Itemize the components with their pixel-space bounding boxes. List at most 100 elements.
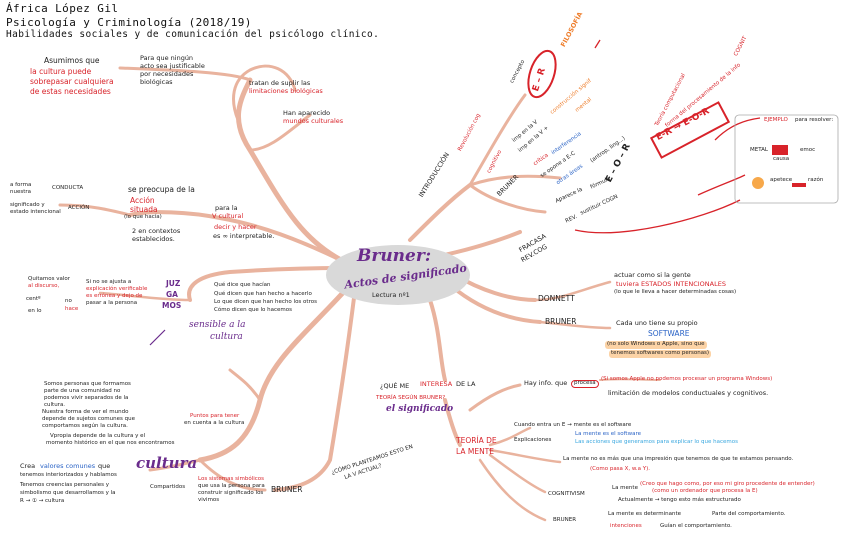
vpropia-1: Vpropia depende de la cultura y el [50, 433, 146, 439]
conducta: CONDUCTA [52, 185, 84, 191]
contextos-1: 2 en contextos [132, 227, 181, 235]
actuar-1: actuar como si la gente [614, 271, 691, 279]
los-3: construir significado los [198, 490, 264, 496]
parte: Parte del comportamiento. [712, 511, 786, 517]
author-name: África López Gil [6, 2, 119, 15]
procesa: procesa [571, 380, 599, 388]
branch-teoria [443, 398, 462, 447]
branch-que-me [428, 298, 447, 382]
intenciones: intenciones [610, 523, 642, 529]
donnett: DONNETT [538, 294, 575, 303]
mente-no: La mente no es más que una impresión que… [563, 456, 794, 462]
sensible-2: cultura [210, 332, 243, 342]
software: SOFTWARE [648, 329, 690, 338]
nuestra-3: comportamos según la cultura. [42, 423, 128, 429]
cada-1: Cada uno tiene su propio [616, 319, 698, 327]
center-lecture: Lectura nº1 [372, 291, 410, 299]
cultura-puede: la cultura puede [30, 67, 92, 76]
no-word: no [65, 298, 72, 304]
crea: Crea [20, 462, 36, 470]
hace-word: hace [65, 306, 79, 312]
actualidad: Actualmente → tengo esto más estructurad… [618, 497, 741, 503]
si-no-4: pasar a la persona [86, 300, 138, 306]
ejemplo: EJEMPLO [764, 117, 788, 123]
branch-mid-left [128, 210, 347, 264]
simbolismo: simbolismo que desarrollamos y la [20, 490, 116, 496]
para-que-1: Para que ningún [140, 54, 194, 62]
q1: Qué dice que hacían [214, 282, 271, 288]
v-cultural: V cultural [212, 212, 244, 220]
se-preocupa: se preocupa de la [128, 185, 195, 194]
guian: Guían el comportamiento. [660, 523, 732, 529]
fnat: emoc [800, 147, 816, 153]
branch-top-left [235, 77, 348, 265]
final-line: R → ① → cultura [20, 498, 65, 504]
situada: situada [130, 205, 158, 214]
han-aparecido-1: Han aparecido [283, 109, 331, 117]
los-1: Los sistemas simbólicos [198, 476, 265, 482]
course-name: Psicología y Criminología (2018/19) [6, 16, 252, 29]
no-solo-2: tenemos softwares como personas) [609, 350, 712, 358]
en-lo: en lo [28, 308, 42, 314]
branch-bottom-left [197, 282, 353, 463]
bruner-end: BRUNER [553, 517, 577, 523]
significado: significado y [10, 202, 45, 208]
teoria-mente-1: TEORÍA DE [456, 436, 497, 445]
limitacion: limitación de modelos conductuales y cog… [608, 389, 769, 397]
cognitivism: COGNITIVISM [548, 491, 585, 497]
branch-intro [408, 183, 472, 242]
q3: Lo que dicen que han hecho los otros [214, 299, 317, 305]
sobrepasar: sobrepasar cualquiera [30, 77, 114, 86]
la-mente-2: La mente es determinante [608, 511, 682, 517]
tenemos: tenemos interiorizados y hablamos [20, 472, 117, 478]
somos-3: podemos vivir separados de la [44, 395, 129, 401]
juz-3: MOS [162, 301, 182, 310]
si-no-3: es errónea y dejo de [86, 293, 143, 299]
vpropia-2: momento histórico en el que nos encontra… [46, 440, 175, 446]
compartidos: Compartidos [150, 484, 186, 490]
juz-2: GA [166, 290, 178, 299]
como-ordenador: (como un ordenador que procesa la E) [652, 488, 758, 494]
teoria-mente-2: LA MENTE [456, 447, 495, 456]
nuestra-2: depende de sujetos comunes que [42, 416, 135, 422]
para-resolver: para resolver: [795, 117, 834, 123]
subject-name: Habilidades sociales y de comunicación d… [6, 29, 380, 40]
branch-bruner-sw [448, 283, 542, 324]
example-box [734, 114, 839, 204]
center-title: Bruner: [357, 246, 432, 266]
han-aparecido-2: mundos culturales [283, 117, 344, 125]
red-connectors [574, 39, 761, 234]
puntos-2: en cuenta a la cultura [184, 420, 245, 426]
sensible-1: sensible a la [189, 320, 246, 330]
apetece: apetece [770, 177, 793, 183]
los-4: vivimos [198, 497, 220, 503]
si-apple: (Si somos Apple no podemos procesar un p… [601, 376, 773, 382]
de-la: DE LA [456, 380, 476, 388]
valores: valores comunes [40, 462, 96, 470]
teoria-segun: TEORÍA SEGÚN BRUNER? [376, 395, 446, 401]
quitamos-2: al discurso, [28, 283, 60, 289]
estado: estado intencional [10, 209, 61, 215]
branch-left-jz [187, 266, 347, 302]
cent: centº [26, 296, 41, 302]
center-node [326, 245, 470, 305]
actuar-3: (lo que le lleva a hacer determinadas co… [614, 289, 737, 295]
si-no-2: explicación verificable [86, 286, 148, 292]
la-mente: La mente [612, 485, 638, 491]
creo: (Creo que hago como, por eso mi giro pro… [640, 481, 815, 487]
contextos-2: establecidos. [132, 235, 175, 243]
que-word: que [98, 462, 111, 470]
interpretable: es ∞ interpretable. [213, 232, 275, 240]
cultura-big: cultura [136, 454, 198, 472]
accion-word: ACCIÓN [68, 205, 90, 211]
q2: Qué dicen que han hecho a hacerlo [214, 291, 312, 297]
el-significado: el significado [386, 404, 454, 414]
para-que-3: por necesidades [140, 70, 194, 78]
nuestra-1: Nuestra forma de ver el mundo [42, 409, 129, 415]
decir-hacer: decir y hacer [214, 223, 257, 231]
hay-info: Hay info. que [524, 379, 568, 387]
tratan-2: limitaciones biológicas [249, 87, 323, 95]
tratan-1: tratan de suplir las [249, 79, 311, 87]
branch-lines [58, 64, 661, 522]
nuestra: nuestra [10, 189, 32, 195]
